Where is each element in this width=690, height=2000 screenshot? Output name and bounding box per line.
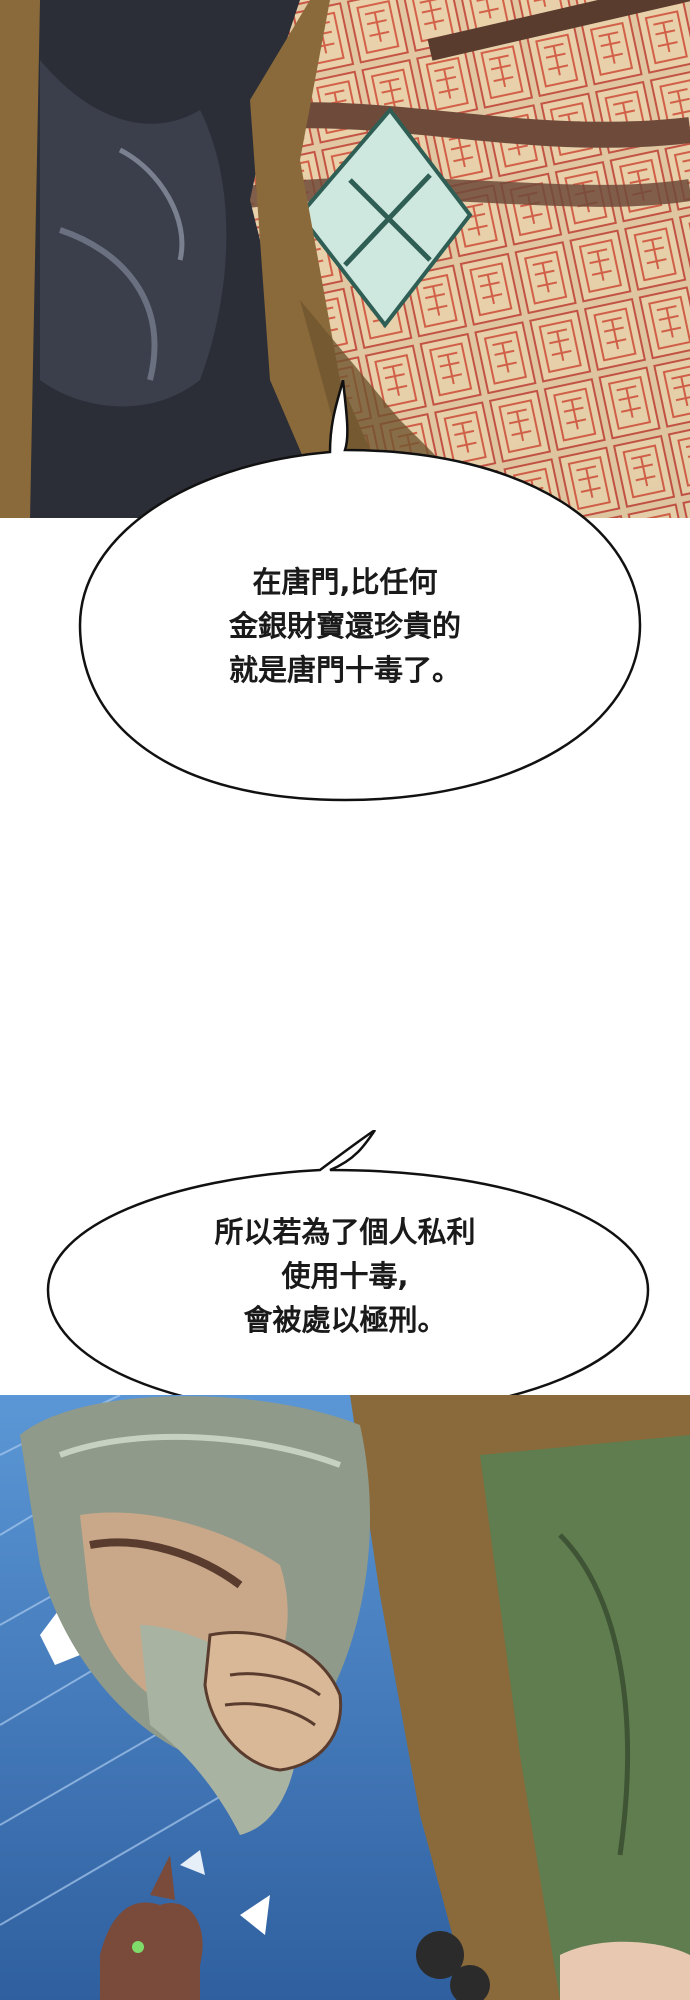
bubble-2-line-3: 會被處以極刑。 <box>243 1303 447 1337</box>
speech-bubble-2-text: 所以若為了個人私利 使用十毒, 會被處以極刑。 <box>0 1210 690 1342</box>
bubble-2-line-2: 使用十毒, <box>281 1259 409 1293</box>
talisman-seal-icon <box>297 106 473 329</box>
speech-bubble-1 <box>78 380 642 802</box>
panel-top-artwork <box>0 0 690 520</box>
bubble-1-line-2: 金銀財寶還珍貴的 <box>228 609 461 643</box>
bubble-1-line-3: 就是唐門十毒了。 <box>228 653 461 687</box>
bubble-2-line-1: 所以若為了個人私利 <box>214 1215 476 1249</box>
panel-bottom-artwork <box>0 1395 690 2000</box>
speech-bubble-2 <box>46 1130 650 1417</box>
comic-panel-top <box>0 0 690 520</box>
bubble-1-line-1: 在唐門,比任何 <box>252 565 438 599</box>
comic-panel-bottom <box>0 1395 690 2000</box>
speech-bubble-1-text: 在唐門,比任何 金銀財寶還珍貴的 就是唐門十毒了。 <box>0 560 690 692</box>
